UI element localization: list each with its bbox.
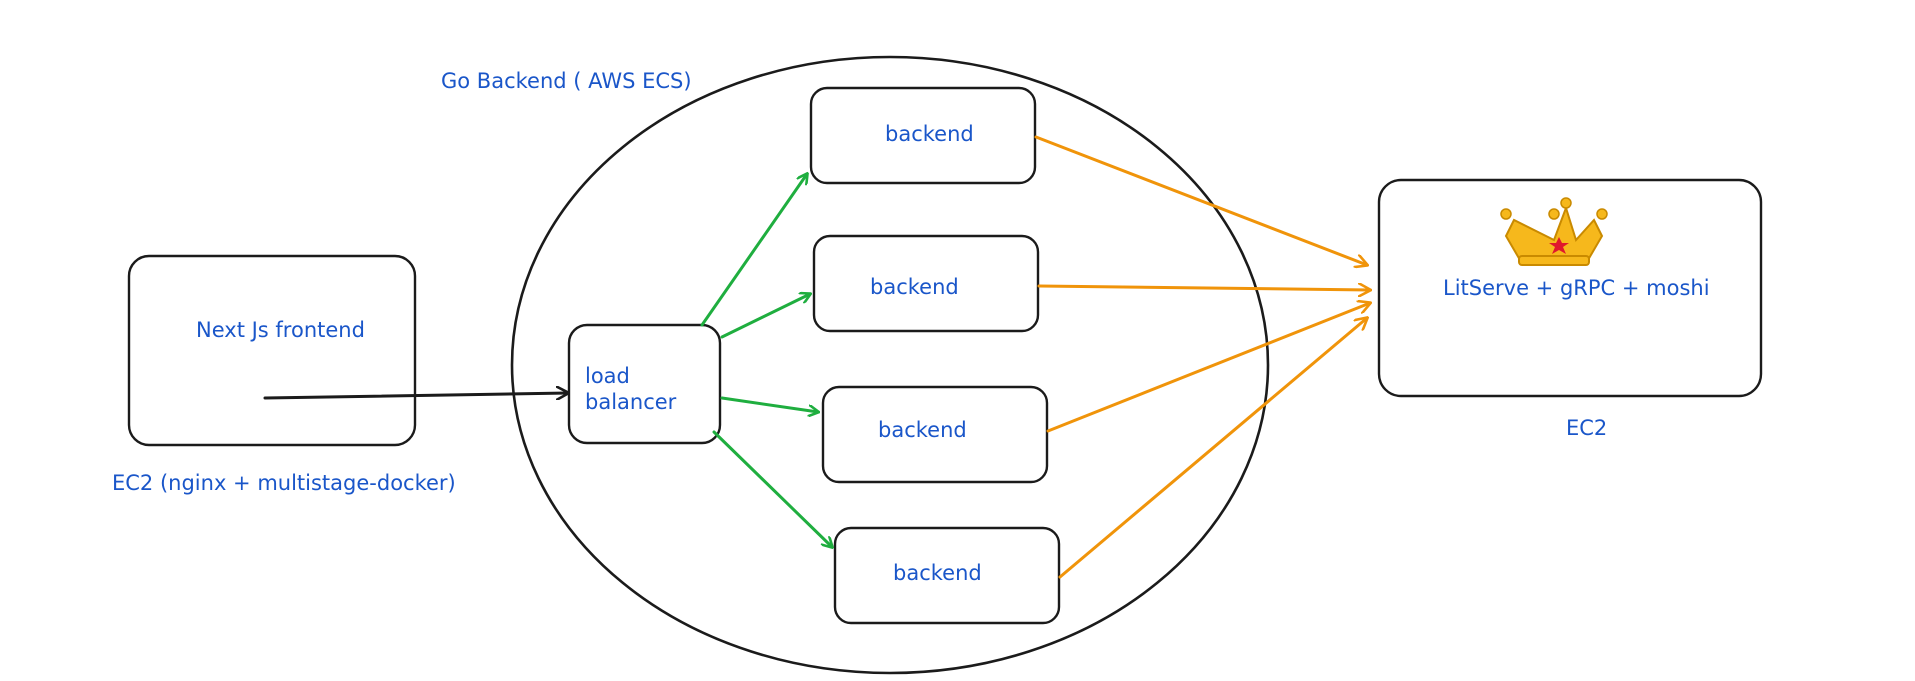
backend-label-4: backend	[893, 561, 982, 585]
frontend-label: Next Js frontend	[196, 318, 365, 342]
model-server-caption: EC2	[1566, 416, 1607, 440]
model-server-box[interactable]	[1377, 178, 1763, 398]
arrow-lb-to-backend-4	[712, 430, 832, 547]
backend-box-4[interactable]	[833, 526, 1061, 625]
crown-icon	[1500, 197, 1608, 266]
ecs-group-ellipse	[510, 55, 1270, 675]
ecs-group-title: Go Backend ( AWS ECS)	[441, 69, 692, 93]
backend-label-2: backend	[870, 275, 959, 299]
arrow-backend-3-to-model	[1046, 303, 1370, 433]
arrow-backend-1-to-model	[1034, 135, 1367, 265]
arrow-backend-4-to-model	[1058, 318, 1367, 579]
arrow-lb-to-backend-3	[720, 396, 818, 412]
backend-label-1: backend	[885, 122, 974, 146]
model-server-label: LitServe + gRPC + moshi	[1443, 276, 1710, 300]
arrow-backend-2-to-model	[1037, 286, 1370, 290]
backend-label-3: backend	[878, 418, 967, 442]
frontend-box[interactable]	[127, 254, 417, 447]
load-balancer-label-line1: load	[585, 364, 630, 388]
backend-box-2[interactable]	[812, 234, 1040, 333]
arrow-lb-to-backend-1	[700, 174, 807, 327]
backend-box-3[interactable]	[821, 385, 1049, 484]
arrow-lb-to-backend-2	[720, 294, 810, 339]
frontend-caption: EC2 (nginx + multistage-docker)	[112, 471, 456, 495]
backend-box-1[interactable]	[809, 86, 1037, 185]
arrow-frontend-to-lb	[263, 393, 568, 398]
load-balancer-box[interactable]	[567, 323, 722, 445]
load-balancer-label-line2: balancer	[585, 390, 677, 414]
